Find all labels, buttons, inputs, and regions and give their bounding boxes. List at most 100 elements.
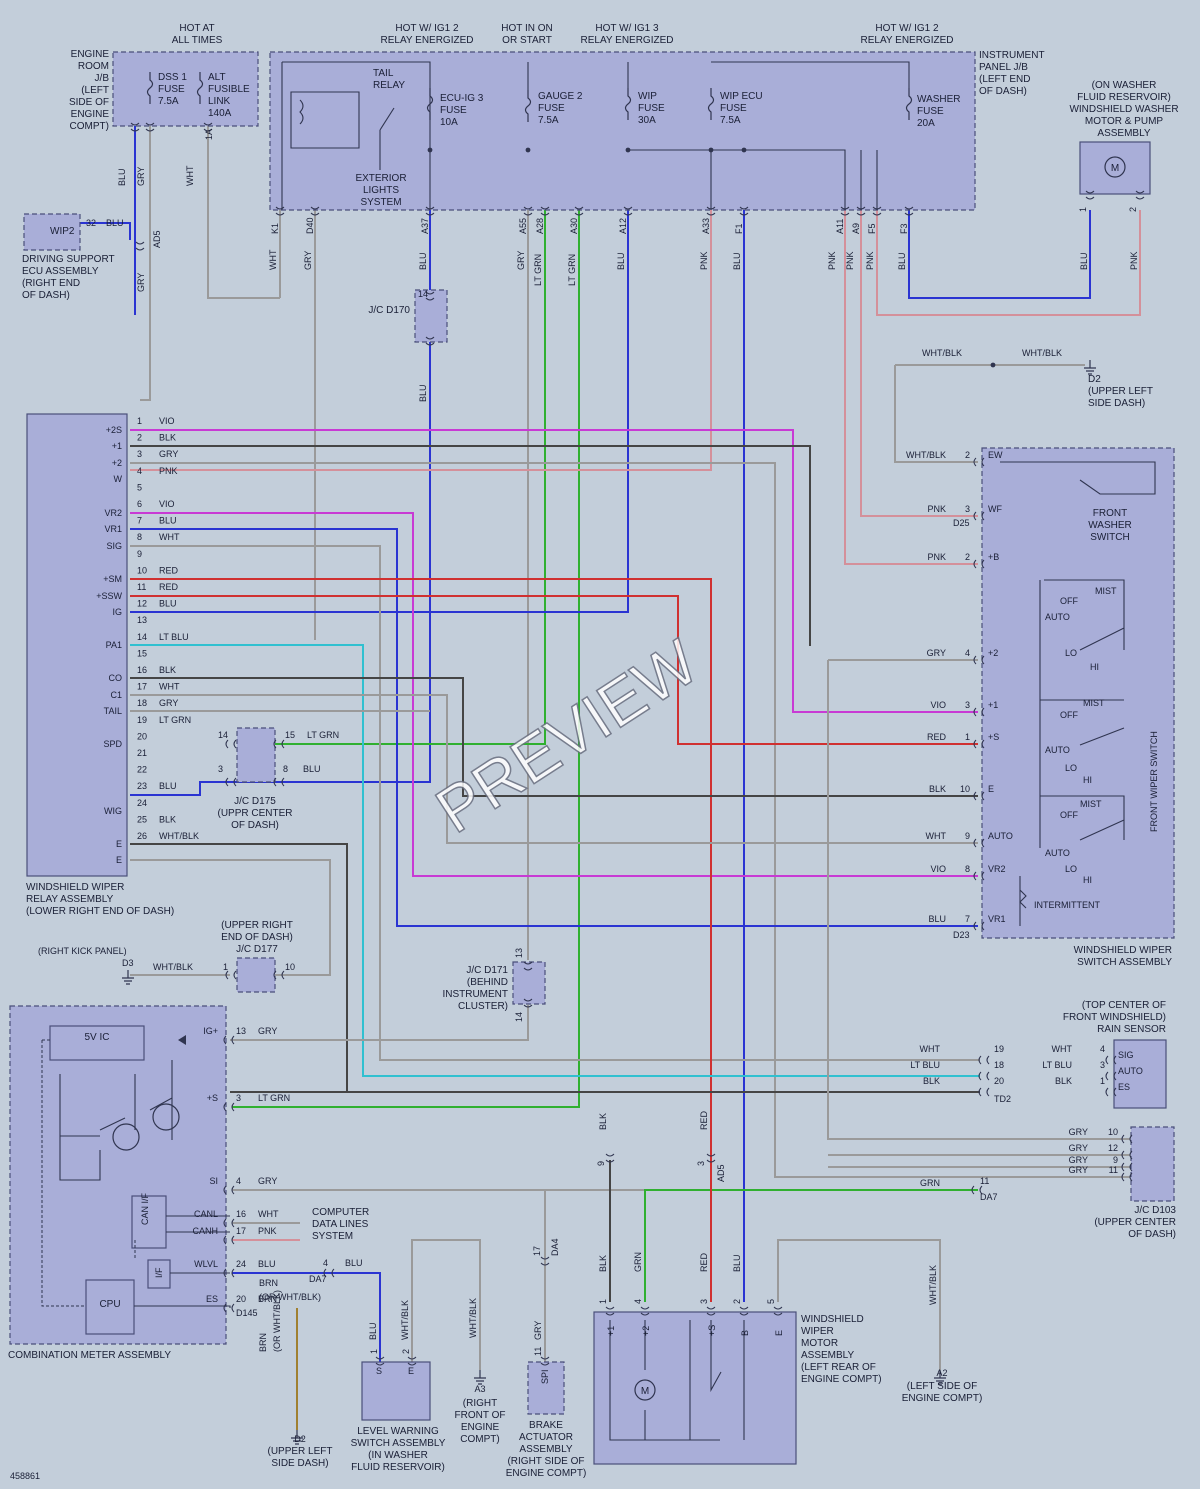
relay-terminal: +2 xyxy=(112,458,122,468)
level-terminal: E xyxy=(408,1366,414,1376)
switch-terminal: VR1 xyxy=(988,914,1006,924)
ip-jb-feed xyxy=(282,61,431,210)
wiper-motor-label: (LEFT REAR OF xyxy=(801,1362,876,1373)
meter-terminal: SI xyxy=(209,1176,218,1186)
ip-jb-pin: F3 xyxy=(899,223,909,234)
connector-engine-jb xyxy=(203,122,213,132)
brake-actuator-label: ASSEMBLY xyxy=(519,1444,572,1455)
brake-actuator-label: (RIGHT SIDE OF xyxy=(507,1456,584,1467)
wiper-motor-terminal: E xyxy=(774,1330,784,1336)
connector-d175-14 xyxy=(225,739,237,749)
relay-terminal: W xyxy=(114,474,123,484)
wiper-motor-label: ENGINE COMPT) xyxy=(801,1374,882,1385)
hot-ig13-note: RELAY ENERGIZED xyxy=(581,35,674,46)
rain-sensor-wire-color: WHT xyxy=(1052,1044,1073,1054)
connector-td2 xyxy=(978,1087,990,1097)
wire-label-blu: BLU xyxy=(418,384,428,402)
connector-da7: DA7 xyxy=(980,1192,998,1202)
connector-d103 xyxy=(1121,1172,1133,1182)
switch-wire-color: VIO xyxy=(930,864,946,874)
connector-d171-13 xyxy=(523,961,533,971)
ip-jb-pin: A28 xyxy=(535,218,545,234)
relay-terminal: SIG xyxy=(106,541,122,551)
meter-terminal: +S xyxy=(207,1093,218,1103)
wire-label-gry: GRY xyxy=(533,1321,543,1340)
rain-sensor-pin: 3 xyxy=(1100,1060,1105,1070)
ground-icon-a2 xyxy=(934,1370,946,1385)
switch-position: MIST xyxy=(1095,586,1117,596)
wire-label-gry: GRY xyxy=(303,251,313,270)
wire-relay10-red xyxy=(130,578,712,1160)
connector-td2 xyxy=(978,1055,990,1065)
td2-wire-color: WHT xyxy=(920,1044,941,1054)
ip-jb-pin: A30 xyxy=(569,218,579,234)
level-switch-box xyxy=(361,1361,431,1421)
td2-pin: 18 xyxy=(994,1060,1004,1070)
relay-terminal: SPD xyxy=(103,739,122,749)
rain-sensor-pin: 4 xyxy=(1100,1044,1105,1054)
relay-terminal: +2S xyxy=(106,425,122,435)
jc-d170-label: J/C D170 xyxy=(368,305,410,316)
relay-terminal: VR1 xyxy=(104,524,122,534)
relay-terminal: PA1 xyxy=(106,640,122,650)
d103-wire-color: GRY xyxy=(1069,1165,1088,1175)
wip2-label: ECU ASSEMBLY xyxy=(22,266,99,277)
relay-pin-number: 10 xyxy=(137,565,147,575)
d175-pin-8: 8 xyxy=(283,764,288,774)
jc-d171-label: J/C D171 xyxy=(466,965,508,976)
ip-jb-label: (LEFT END xyxy=(979,74,1031,85)
switch-wire-color: WHT/BLK xyxy=(906,450,946,460)
ground-icon-a3 xyxy=(474,1370,486,1385)
relay-pin-number: 13 xyxy=(137,615,147,625)
connector-ad5-top xyxy=(135,241,145,251)
wiper-motor-terminal: +S xyxy=(707,1325,717,1336)
meter-pin: 4 xyxy=(236,1176,241,1186)
connector-meter xyxy=(223,1035,235,1045)
wiper-motor-internal-b xyxy=(644,1320,745,1440)
switch-position: LO xyxy=(1065,864,1077,874)
hot-in-on-note: HOT IN ON xyxy=(501,23,552,34)
washer-motor-label: (ON WASHER xyxy=(1092,80,1157,91)
can-system-label: DATA LINES xyxy=(312,1219,369,1230)
meter-pin: 16 xyxy=(236,1209,246,1219)
meter-wire-color: GRY xyxy=(258,1026,277,1036)
connector-d175-15 xyxy=(273,739,285,749)
hot-at-all-times-note: HOT AT xyxy=(179,23,214,34)
connector-ip-jb xyxy=(310,206,320,216)
wires-layer xyxy=(80,126,1141,1430)
components-layer: MM xyxy=(9,51,1175,1465)
jc-d171-label: CLUSTER) xyxy=(458,1001,508,1012)
connector-switch xyxy=(973,511,985,521)
intermittent-label: INTERMITTENT xyxy=(1034,900,1100,910)
meter-terminal: IG+ xyxy=(203,1026,218,1036)
wire-label-grn: GRN xyxy=(633,1252,643,1272)
wire-label-brn-or: (OR WHT/BLK) xyxy=(259,1292,321,1302)
wire-gry-d103-10 xyxy=(827,660,1130,1140)
d103-pin: 10 xyxy=(1108,1127,1118,1137)
wire-f5-pnk xyxy=(876,210,1141,316)
connector-d170-top xyxy=(425,291,435,301)
connector-switch xyxy=(973,921,985,931)
connector-ad5-lower xyxy=(706,1153,716,1163)
rain-sensor-label: (TOP CENTER OF xyxy=(1082,1000,1166,1011)
relay-pin-color: LT GRN xyxy=(159,715,191,725)
connector-td2 xyxy=(978,1071,990,1081)
switch-terminal: +S xyxy=(988,732,999,742)
wire-meter-wlvl xyxy=(232,1272,381,1362)
switch-terminal: +1 xyxy=(988,700,998,710)
wiper-relay-box xyxy=(26,413,128,877)
connector-d25: D25 xyxy=(953,518,970,528)
wiper-motor-pin: 1 xyxy=(598,1299,608,1304)
wire-label-blu: BLU xyxy=(732,252,742,270)
engine-room-jb-label: ENGINE xyxy=(71,49,110,60)
wire-relay17-wht xyxy=(130,694,978,844)
washer-fuse-label: WASHER xyxy=(917,94,961,105)
transistor-1-icon xyxy=(112,1123,140,1151)
wire-meter-igplus xyxy=(230,1005,529,1041)
dss1-fuse-icon xyxy=(146,72,154,104)
wire-alt-wht xyxy=(207,126,280,299)
brake-connector-pin: 17 xyxy=(532,1246,542,1256)
ic-5v-label: 5V IC xyxy=(84,1032,109,1043)
switch-position: HI xyxy=(1083,875,1092,885)
